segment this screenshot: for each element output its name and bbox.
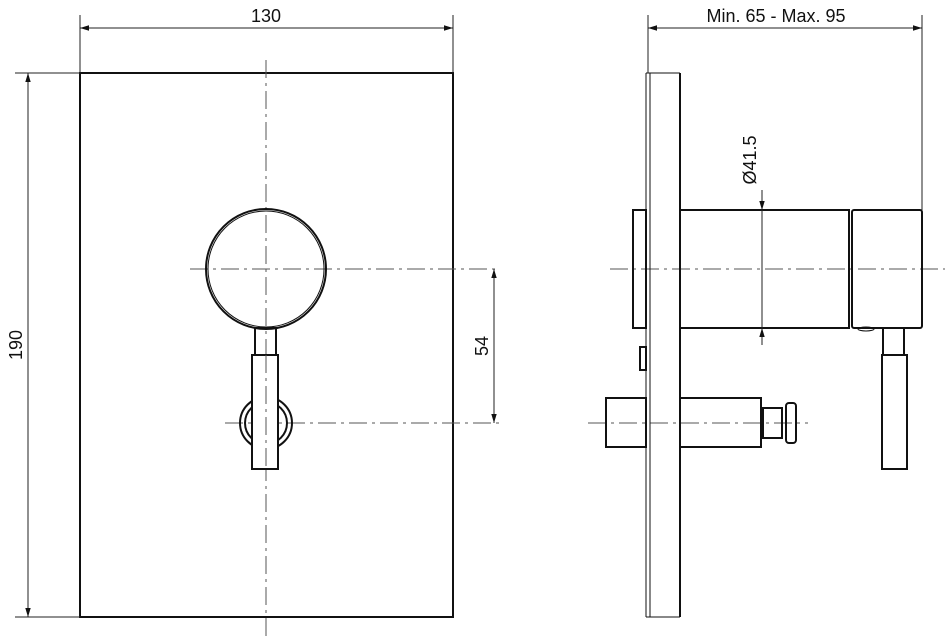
diverter-body <box>679 397 762 448</box>
dimension-diameter: Ø41.5 <box>740 135 765 345</box>
dimension-width: 130 <box>79 6 454 73</box>
nut <box>639 346 647 371</box>
side-handle-stem <box>882 327 905 356</box>
diverter-rear <box>605 397 647 448</box>
side-handle-lever <box>881 354 908 470</box>
side-view <box>588 72 945 618</box>
handle-lever <box>251 354 279 470</box>
cap-screw <box>857 326 875 332</box>
dimension-offset: 54 <box>472 269 497 423</box>
width-label: 130 <box>251 6 281 26</box>
diverter-neck <box>762 407 783 439</box>
depth-label: Min. 65 - Max. 95 <box>706 6 845 26</box>
front-view <box>79 60 500 637</box>
dimension-depth: Min. 65 - Max. 95 <box>647 6 923 210</box>
diameter-label: Ø41.5 <box>740 135 760 184</box>
dimension-height: 190 <box>6 72 80 618</box>
diverter-knob <box>785 402 797 444</box>
offset-label: 54 <box>472 336 492 356</box>
height-label: 190 <box>6 330 26 360</box>
